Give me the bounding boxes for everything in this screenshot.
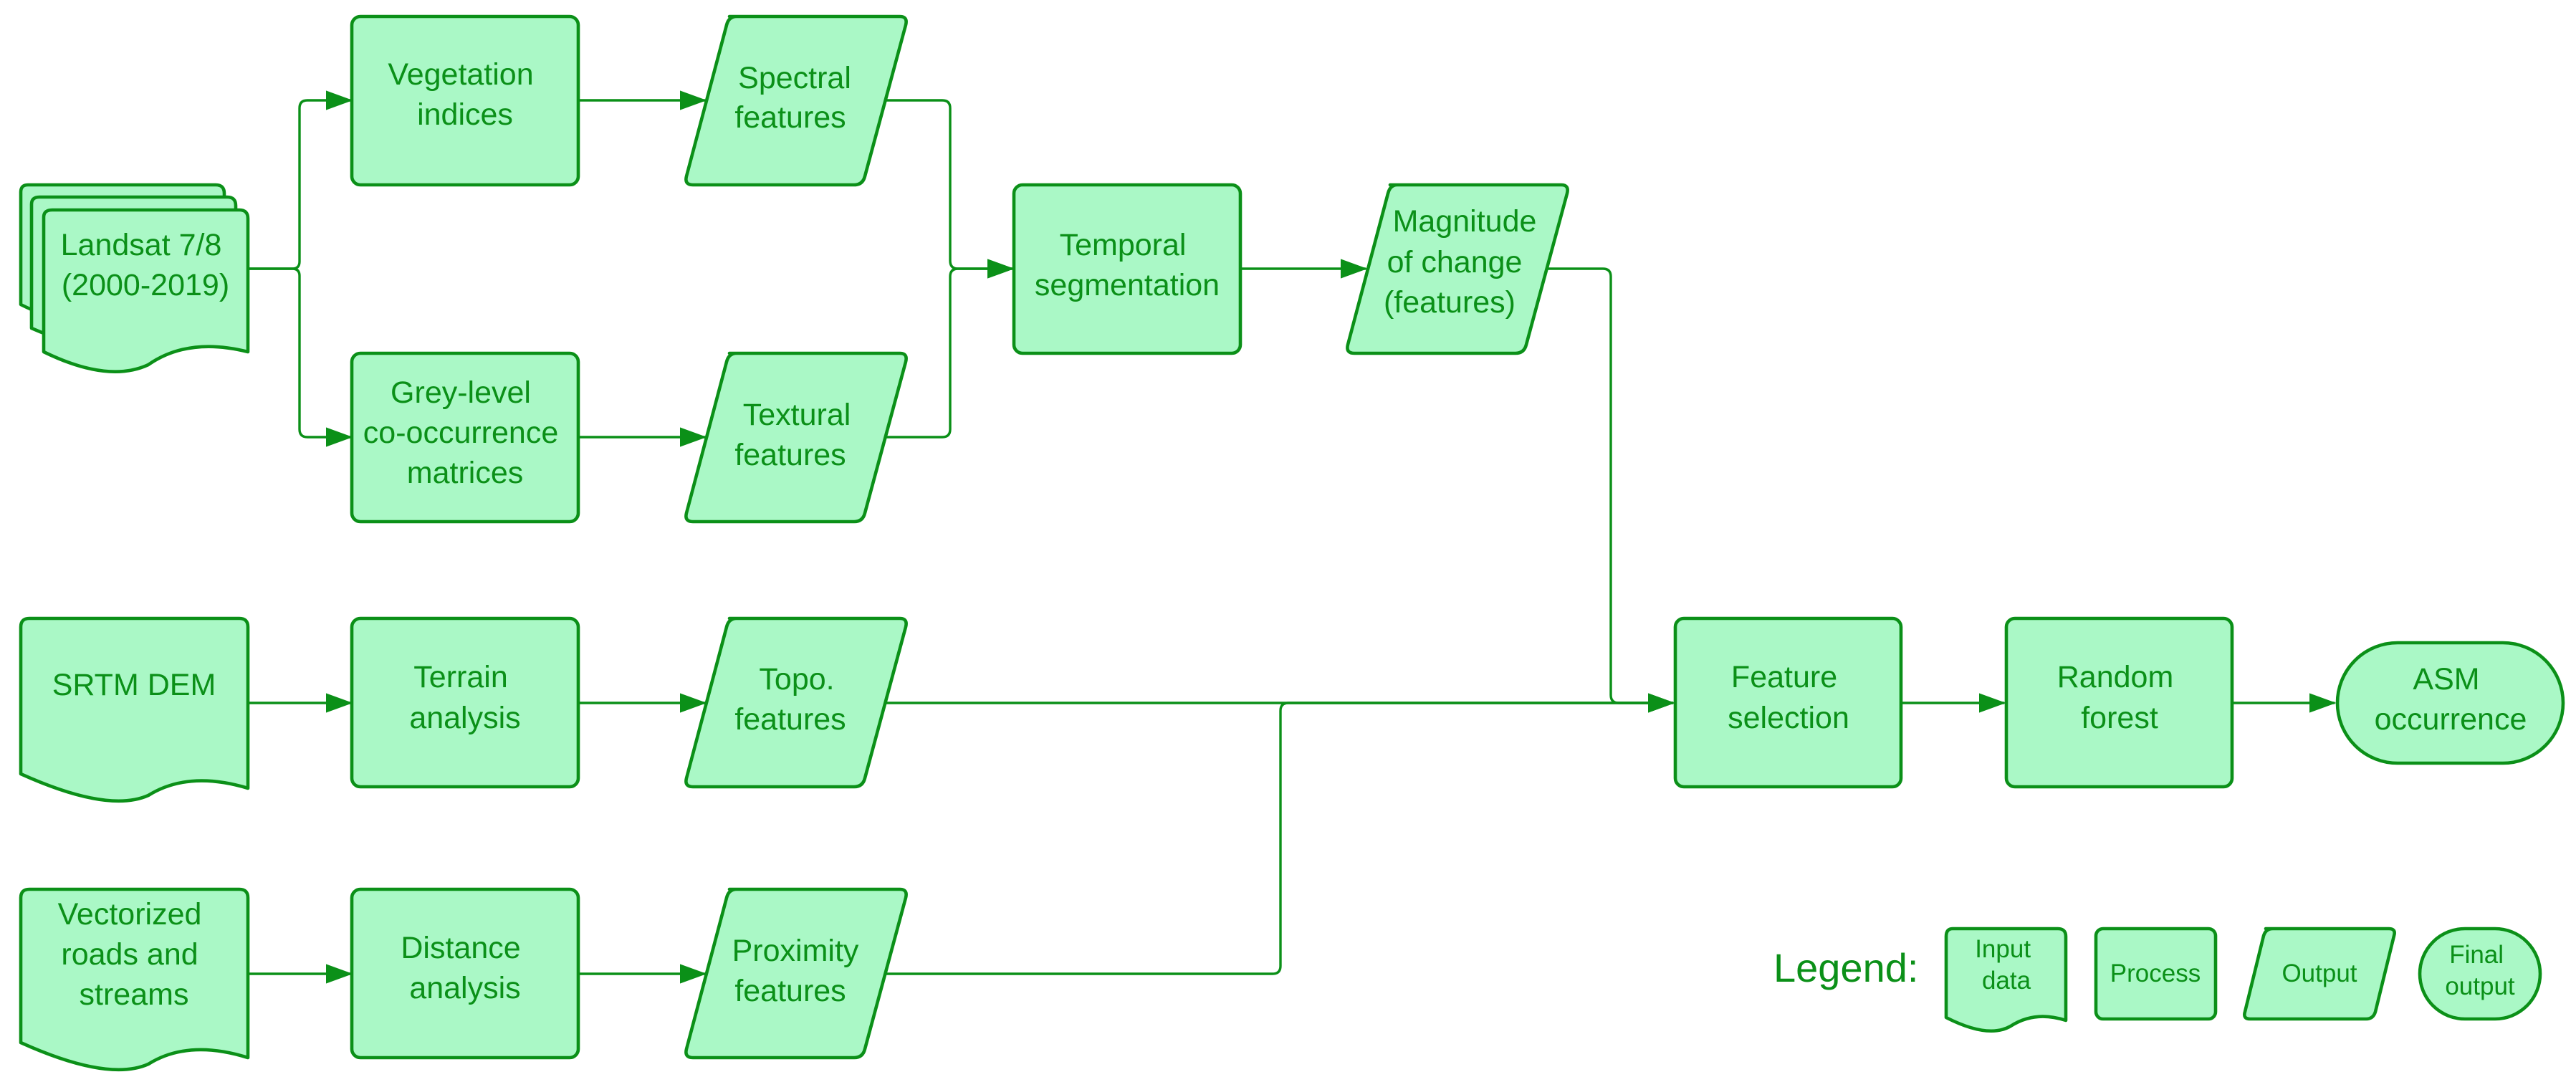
vectorized-label-line2: roads and	[61, 937, 198, 972]
glcm-label-line1: Grey-level	[391, 375, 531, 410]
svg-text:Distance analysis: Distance analysis	[401, 931, 529, 1005]
connectors	[246, 90, 2337, 984]
magnitude-label-line3: (features)	[1384, 285, 1516, 320]
svg-text:Magnitude of change: Magnitude of change (features)	[1384, 204, 1545, 320]
legend: Legend: Input data Process Output Final	[1773, 927, 2542, 1033]
edge-landsat-vegetation	[246, 90, 353, 270]
legend-input-line1: Input	[1975, 935, 2031, 963]
temporal-label-line2: segmentation	[1035, 268, 1220, 302]
magnitude-label-line2: of change	[1387, 245, 1523, 279]
asm-label-line2: occurrence	[2375, 702, 2527, 737]
glcm-label-line2: co-occurrence	[363, 416, 558, 450]
srtm-dem-input-node: SRTM DEM	[19, 616, 250, 803]
topo-label-line2: features	[734, 702, 846, 737]
svg-text:Topo. features: Topo. features	[734, 662, 846, 737]
asm-label-line1: ASM	[2413, 662, 2479, 697]
magnitude-label-line1: Magnitude	[1393, 204, 1537, 239]
legend-process: Process	[2094, 927, 2218, 1021]
distance-label-line1: Distance	[401, 931, 520, 965]
spectral-label-line2: features	[734, 100, 846, 135]
random-forest-label-line1: Random	[2057, 660, 2174, 694]
vegetation-indices-node: Vegetation indices	[350, 14, 580, 187]
legend-final-output: Final output	[2418, 927, 2542, 1021]
edge-spectral-temporal	[885, 99, 1015, 279]
glcm-label-line3: matrices	[407, 456, 523, 490]
svg-text:Terrain analysis: Terrain analysis	[409, 660, 520, 735]
terrain-label-line2: analysis	[409, 701, 520, 735]
svg-text:ASM occurrence: ASM occurrence	[2375, 662, 2527, 737]
distance-analysis-node: Distance analysis	[350, 887, 580, 1060]
topo-label-line1: Topo.	[759, 662, 834, 697]
glcm-node: Grey-level co-occurrence matrices	[350, 351, 580, 524]
svg-text:Proximity features: Proximity features	[732, 934, 868, 1008]
legend-title: Legend:	[1773, 945, 1918, 990]
legend-final-line1: Final	[2449, 941, 2504, 969]
svg-text:Output: Output	[2281, 959, 2357, 987]
random-forest-label-line2: forest	[2081, 701, 2158, 735]
svg-text:Feature selection: Feature selection	[1728, 660, 1849, 735]
legend-process-line1: Process	[2110, 959, 2201, 987]
svg-text:Temporal segmentation: Temporal segmentation	[1035, 228, 1220, 302]
legend-final-line2: output	[2445, 972, 2515, 1000]
svg-text:Final output: Final output	[2445, 941, 2515, 1000]
legend-input-line2: data	[1982, 967, 2031, 995]
proximity-features-node: Proximity features	[684, 887, 908, 1060]
terrain-analysis-node: Terrain analysis	[350, 616, 580, 789]
svg-text:Random forest: Random forest	[2057, 660, 2182, 735]
svg-text:Landsat 7/8 (2000-2019): Landsat 7/8 (2000-2019)	[61, 228, 231, 302]
proximity-label-line2: features	[734, 974, 846, 1008]
svg-text:Textural features: Textural features	[734, 398, 859, 472]
feature-selection-label-line1: Feature	[1731, 660, 1837, 694]
random-forest-node: Random forest	[2004, 616, 2234, 789]
asm-occurrence-node: ASM occurrence	[2335, 641, 2565, 765]
feature-selection-label-line2: selection	[1728, 701, 1849, 735]
topo-features-node: Topo. features	[684, 616, 908, 789]
vectorized-label-line1: Vectorized	[58, 897, 202, 932]
svg-text:Vectorized roads and: Vectorized roads and streams	[58, 897, 211, 1012]
vectorized-roads-input-node: Vectorized roads and streams	[19, 887, 250, 1072]
landsat-doc-front	[42, 208, 250, 373]
vegetation-label-line2: indices	[417, 97, 513, 132]
edge-landsat-glcm	[246, 267, 353, 447]
svg-text:Vegetation indices: Vegetation indices	[388, 57, 542, 132]
srtm-label-line1: SRTM DEM	[52, 668, 216, 702]
legend-input-data: Input data	[1944, 927, 2068, 1033]
textural-label-line1: Textural	[743, 398, 851, 432]
svg-text:Spectral features: Spectral features	[734, 61, 860, 135]
svg-text:Process: Process	[2110, 959, 2201, 987]
legend-output: Output	[2243, 927, 2396, 1021]
temporal-label-line1: Temporal	[1060, 228, 1187, 262]
edge-proximity-featureselection	[885, 693, 1675, 975]
proximity-label-line1: Proximity	[732, 934, 859, 968]
legend-output-line1: Output	[2281, 959, 2357, 987]
feature-selection-node: Feature selection	[1673, 616, 1903, 789]
vectorized-label-line3: streams	[80, 977, 189, 1012]
temporal-segmentation-node: Temporal segmentation	[1012, 183, 1242, 355]
spectral-features-node: Spectral features	[684, 14, 908, 187]
terrain-label-line1: Terrain	[413, 660, 507, 694]
edge-magnitude-featureselection	[1546, 267, 1675, 713]
svg-text:Grey-level co-occurrence: Grey-level co-occurrence matrices	[363, 375, 567, 490]
spectral-label-line1: Spectral	[738, 61, 851, 95]
vegetation-label-line1: Vegetation	[388, 57, 533, 92]
magnitude-of-change-node: Magnitude of change (features)	[1346, 183, 1569, 355]
svg-text:SRTM DEM: SRTM DEM	[52, 668, 216, 702]
textural-features-node: Textural features	[684, 351, 908, 524]
edge-textural-temporal	[885, 259, 1015, 439]
landsat-input-node: Landsat 7/8 (2000-2019)	[19, 183, 250, 373]
textural-label-line2: features	[734, 438, 846, 472]
svg-text:Input data: Input data	[1975, 935, 2038, 995]
distance-label-line2: analysis	[409, 971, 520, 1005]
landsat-label-line1: Landsat 7/8	[61, 228, 222, 262]
landsat-label-line2: (2000-2019)	[62, 268, 229, 302]
